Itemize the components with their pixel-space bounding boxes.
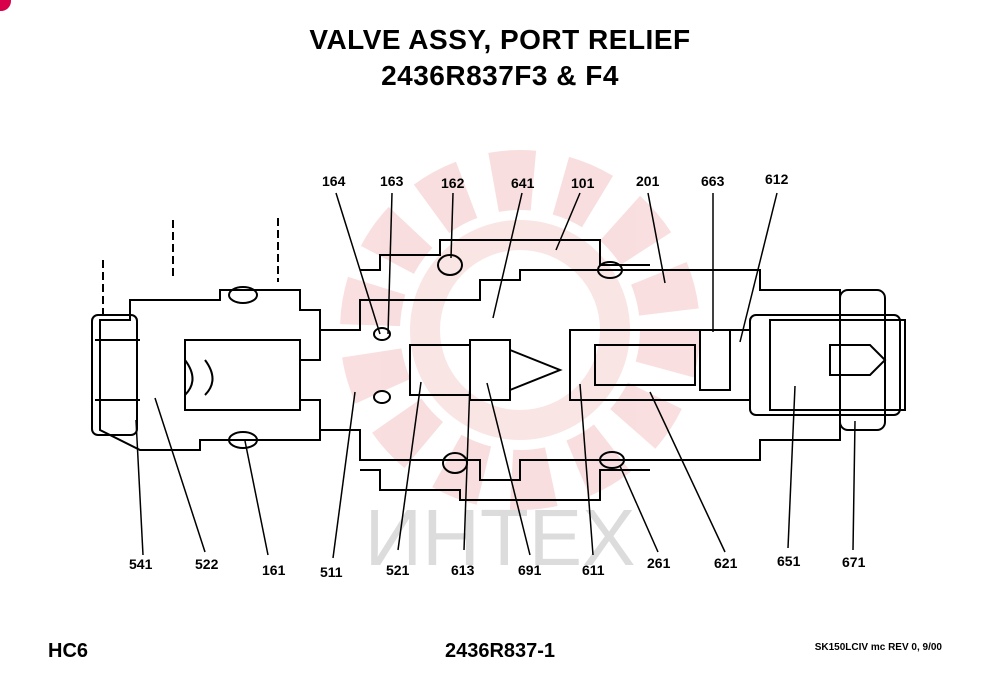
- part-label-541: 541: [129, 556, 153, 572]
- footer-drawing-number: 2436R837-1: [444, 640, 556, 662]
- footer-revision: SK150LCIV mc REV 0, 9/00: [814, 642, 942, 653]
- top-labels: 164 163 162 641 101 201 663 612: [322, 171, 789, 191]
- part-label-161: 161: [262, 562, 286, 578]
- part-label-611: 611: [582, 562, 605, 578]
- bottom-labels: 541 522 161 511 521 613 691 611 261 621 …: [129, 553, 866, 580]
- part-label-163: 163: [380, 173, 404, 189]
- part-label-522: 522: [195, 556, 219, 572]
- part-label-261: 261: [647, 555, 671, 571]
- part-label-164: 164: [322, 173, 346, 189]
- valve-body: [91, 218, 906, 501]
- part-label-663: 663: [701, 173, 725, 189]
- part-label-162: 162: [441, 175, 465, 191]
- footer-left-code: HC6: [48, 640, 89, 662]
- part-label-511: 511: [320, 564, 343, 580]
- part-label-613: 613: [451, 562, 475, 578]
- part-label-691: 691: [518, 562, 542, 578]
- part-label-201: 201: [636, 173, 660, 189]
- part-label-101: 101: [571, 175, 595, 191]
- part-label-612: 612: [765, 171, 789, 187]
- watermark-text: ИНТЕХ: [365, 493, 636, 582]
- part-label-671: 671: [842, 554, 866, 570]
- part-label-521: 521: [386, 562, 410, 578]
- corner-mark: [0, 0, 11, 11]
- title-line-2: 2436R837F3 & F4: [381, 60, 619, 91]
- title-line-1: VALVE ASSY, PORT RELIEF: [309, 24, 691, 55]
- leader-lines: [135, 192, 856, 559]
- part-label-641: 641: [511, 175, 535, 191]
- part-label-651: 651: [777, 553, 801, 569]
- part-label-621: 621: [714, 555, 738, 571]
